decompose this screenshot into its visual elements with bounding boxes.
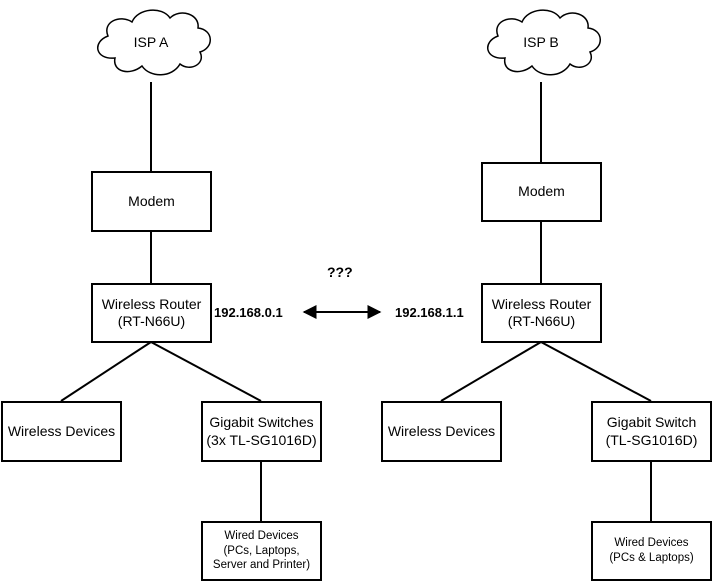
router-b-switch-link bbox=[540, 341, 652, 402]
isp-a-label: ISP A bbox=[133, 34, 169, 50]
router-b-title: Wireless Router bbox=[491, 295, 592, 312]
isp-a-cloud-icon bbox=[97, 9, 211, 76]
wireless-devices-b-label: Wireless Devices bbox=[387, 422, 496, 439]
isp-b-label: ISP B bbox=[523, 34, 559, 50]
wireless-devices-b: Wireless Devices bbox=[381, 401, 502, 462]
isp-b-cloud-icon bbox=[487, 9, 601, 76]
switch-b-title: Gigabit Switch bbox=[606, 414, 697, 430]
router-b-model: (RT-N66U) bbox=[507, 313, 576, 329]
switch-b-model: (TL-SG1016D) bbox=[605, 431, 698, 448]
wired-devices-a-line1: (PCs, Laptops, bbox=[223, 544, 300, 557]
router-b-ip: 192.168.1.1 bbox=[395, 305, 464, 320]
router-a-switch-link bbox=[150, 341, 262, 402]
link-question-label: ??? bbox=[327, 264, 353, 280]
router-a-model: (RT-N66U) bbox=[117, 313, 186, 329]
modem-a: Modem bbox=[91, 171, 212, 232]
wireless-devices-a: Wireless Devices bbox=[1, 401, 122, 462]
wired-devices-a: Wired Devices (PCs, Laptops, Server and … bbox=[201, 521, 322, 581]
switch-b: Gigabit Switch (TL-SG1016D) bbox=[591, 401, 712, 462]
switch-a: Gigabit Switches (3x TL-SG1016D) bbox=[201, 401, 322, 462]
router-a: Wireless Router (RT-N66U) bbox=[91, 283, 212, 343]
router-a-ip: 192.168.0.1 bbox=[214, 305, 283, 320]
switch-a-model: (3x TL-SG1016D) bbox=[206, 431, 317, 448]
wired-devices-b-title: Wired Devices bbox=[614, 537, 689, 550]
router-b-wireless-link bbox=[440, 341, 542, 402]
modem-b: Modem bbox=[481, 162, 602, 222]
modem-a-label: Modem bbox=[128, 192, 175, 209]
modem-b-label: Modem bbox=[518, 183, 565, 200]
wired-devices-a-title: Wired Devices bbox=[224, 529, 299, 542]
router-b: Wireless Router (RT-N66U) bbox=[481, 283, 602, 343]
wired-devices-b-line1: (PCs & Laptops) bbox=[609, 552, 694, 564]
switch-a-title: Gigabit Switches bbox=[209, 414, 314, 430]
wired-devices-a-line2: Server and Printer) bbox=[212, 559, 311, 572]
wired-devices-b: Wired Devices (PCs & Laptops) bbox=[591, 521, 712, 581]
router-a-wireless-link bbox=[60, 341, 152, 402]
wireless-devices-a-label: Wireless Devices bbox=[7, 422, 116, 439]
router-a-title: Wireless Router bbox=[101, 295, 202, 312]
